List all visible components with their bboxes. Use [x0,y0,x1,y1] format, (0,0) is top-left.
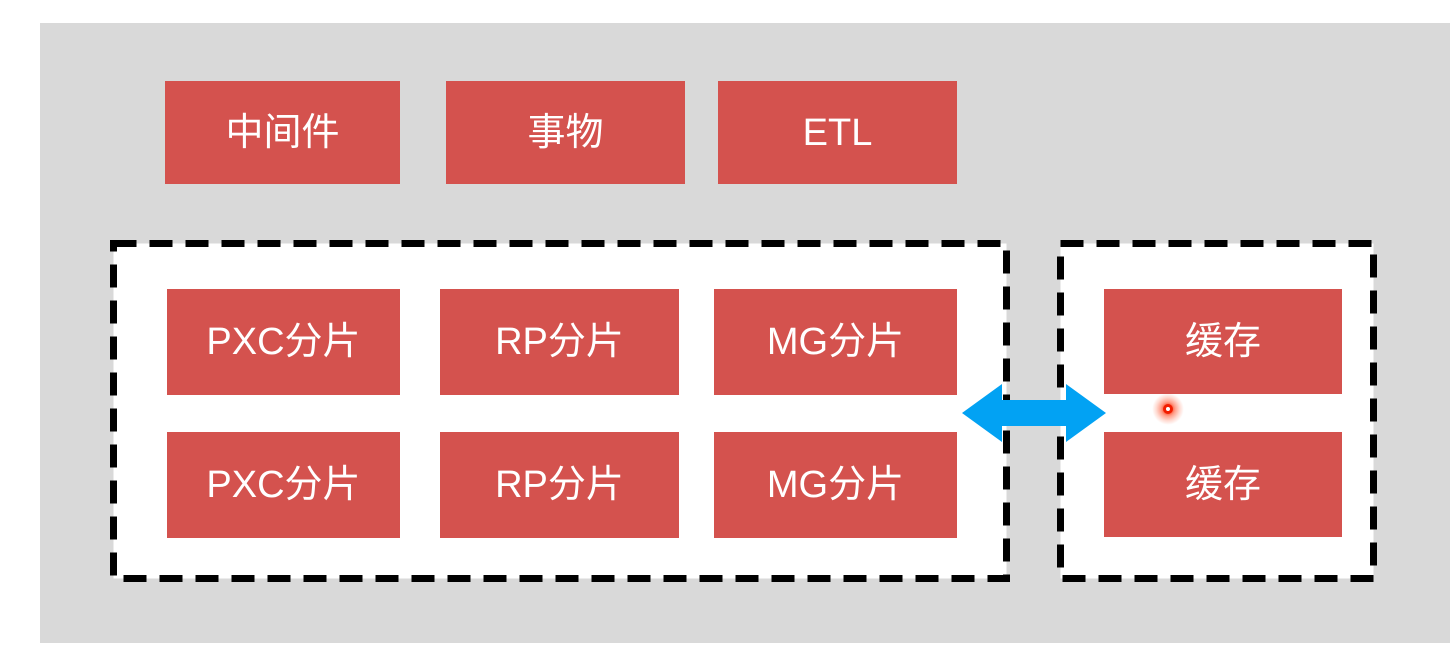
bidirectional-arrow-icon [962,384,1106,442]
double-arrow-shape [962,384,1106,442]
transaction-node: 事物 [446,81,685,184]
shard-cluster-group: PXC分片 RP分片 MG分片 PXC分片 RP分片 MG分片 [110,240,1010,582]
pxc-shard-node-2: PXC分片 [167,432,400,538]
cache-cluster-group: 缓存 缓存 [1057,240,1377,582]
cache-label-2: 缓存 [1184,463,1261,506]
click-indicator-icon [1152,393,1184,425]
middleware-node: 中间件 [165,81,400,184]
cache-node-1: 缓存 [1104,289,1342,394]
mg-shard-label-1: MG分片 [766,321,905,363]
rp-shard-label-1: RP分片 [495,321,624,363]
click-indicator-ring [1163,404,1173,414]
middleware-label: 中间件 [225,111,340,154]
mg-shard-label-2: MG分片 [766,464,905,506]
rp-shard-node-2: RP分片 [440,432,679,538]
pxc-shard-label-1: PXC分片 [206,321,361,363]
transaction-label: 事物 [527,111,604,154]
mg-shard-node-1: MG分片 [714,289,957,395]
cache-label-1: 缓存 [1184,320,1261,363]
pxc-shard-label-2: PXC分片 [206,464,361,506]
mg-shard-node-2: MG分片 [714,432,957,538]
etl-label: ETL [802,111,873,154]
pxc-shard-node-1: PXC分片 [167,289,400,395]
etl-node: ETL [718,81,957,184]
cache-node-2: 缓存 [1104,432,1342,537]
rp-shard-node-1: RP分片 [440,289,679,395]
rp-shard-label-2: RP分片 [495,464,624,506]
